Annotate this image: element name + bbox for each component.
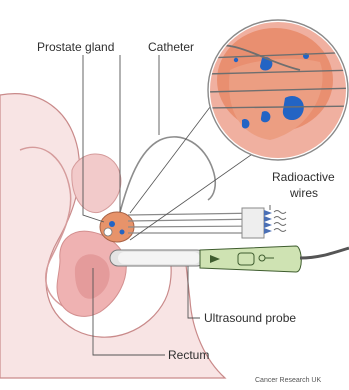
label-wires: wires (290, 186, 318, 200)
label-ultrasound-probe: Ultrasound probe (204, 311, 296, 325)
label-rectum: Rectum (168, 348, 209, 362)
needle-guide (242, 208, 264, 238)
label-prostate-gland: Prostate gland (37, 40, 114, 54)
label-radioactive: Radioactive (272, 170, 335, 184)
wire-coils (274, 211, 286, 232)
bladder-shape (72, 154, 121, 213)
label-catheter: Catheter (148, 40, 194, 54)
credit-text: Cancer Research UK (255, 376, 321, 385)
wire-ends (264, 210, 272, 234)
catheter-tube (118, 137, 215, 220)
magnified-prostate-icon (200, 15, 349, 165)
ultrasound-probe-icon (110, 246, 349, 272)
